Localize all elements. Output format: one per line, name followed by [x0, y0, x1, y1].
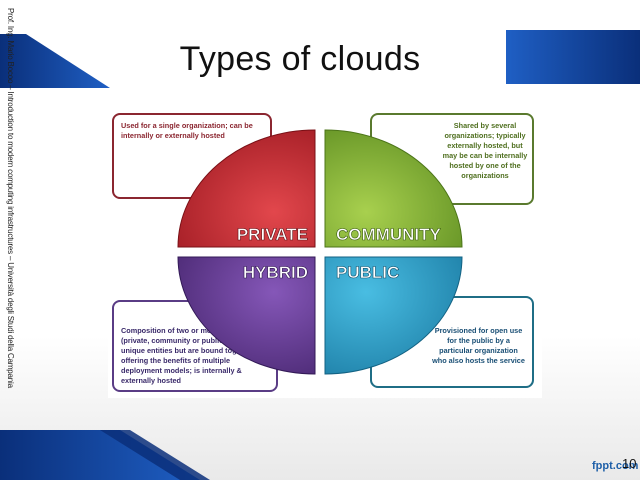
bottom-left-accent [0, 430, 200, 480]
top-right-accent [506, 30, 640, 84]
community-label: Community [336, 225, 441, 244]
private-callout: Used for a single organization; can be i… [112, 113, 272, 199]
page-number: 10 [622, 456, 637, 471]
bottom-left-shadow [100, 430, 210, 480]
public-label: Public [336, 263, 399, 282]
private-label: Private [237, 225, 308, 244]
brand-link[interactable]: fppt.com [592, 460, 639, 472]
hybrid-quadrant [177, 256, 316, 375]
community-quadrant [324, 129, 463, 248]
sidebar-credit: Prof. Ing. Mario Bocoo – Introduction to… [6, 8, 15, 388]
hybrid-label: Hybrid [243, 263, 308, 282]
private-quadrant [177, 129, 316, 248]
public-quadrant [324, 256, 463, 375]
slide-title: Types of clouds [179, 40, 421, 78]
top-left-accent [0, 34, 110, 88]
